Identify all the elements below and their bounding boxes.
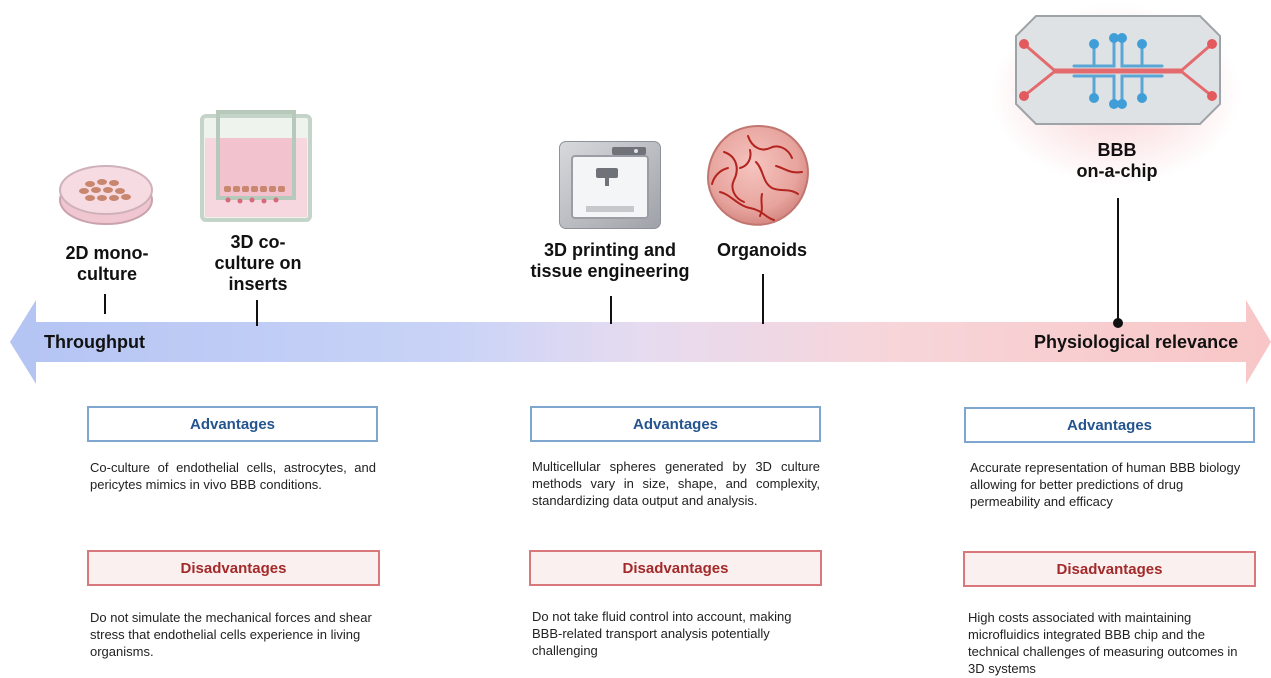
tick-organoids <box>762 274 764 324</box>
advantages-text-2: Multicellular spheres generated by 3D cu… <box>532 459 820 508</box>
disadvantages-box-3: Disadvantages <box>963 551 1256 587</box>
advantages-box-3: Advantages <box>964 407 1255 443</box>
culture-insert-icon <box>200 110 312 222</box>
disadvantages-box-2: Disadvantages <box>529 550 822 586</box>
tick-bbb-chip <box>1117 198 1119 322</box>
label-bbb-on-a-chip: BBB on-a-chip <box>1076 140 1158 181</box>
petri-dish-icon <box>59 165 153 225</box>
advantages-text-1: Co-culture of endothelial cells, astrocy… <box>90 460 376 492</box>
axis-label-throughput: Throughput <box>44 332 145 352</box>
disadvantages-text-1: Do not simulate the mechanical forces an… <box>90 610 372 659</box>
3d-printer-icon <box>559 141 661 229</box>
advantages-box-1: Advantages <box>87 406 378 442</box>
axis-label-physiological-relevance: Physiological relevance <box>1034 332 1239 352</box>
disadvantages-box-1: Disadvantages <box>87 550 380 586</box>
label-2d-monoculture: 2D mono- culture <box>65 243 149 284</box>
organoid-icon <box>706 124 809 226</box>
disadvantages-text-3: High costs associated with maintaining m… <box>968 610 1238 676</box>
tick-3d-printing <box>610 296 612 324</box>
tick-3d-coculture <box>256 300 258 326</box>
tick-2d-monoculture <box>104 294 106 314</box>
axis-arrow <box>10 300 1271 384</box>
disadvantages-text-2: Do not take fluid control into account, … <box>532 609 792 658</box>
microfluidic-chip-icon <box>1015 15 1221 125</box>
label-organoids: Organoids <box>716 240 807 260</box>
advantages-box-2: Advantages <box>530 406 821 442</box>
tick-dot-bbb-chip <box>1113 318 1123 328</box>
label-3d-coculture-inserts: 3D co- culture on inserts <box>214 232 302 294</box>
advantages-text-3: Accurate representation of human BBB bio… <box>970 460 1241 509</box>
label-3d-printing-tissue-engineering: 3D printing and tissue engineering <box>530 240 690 281</box>
